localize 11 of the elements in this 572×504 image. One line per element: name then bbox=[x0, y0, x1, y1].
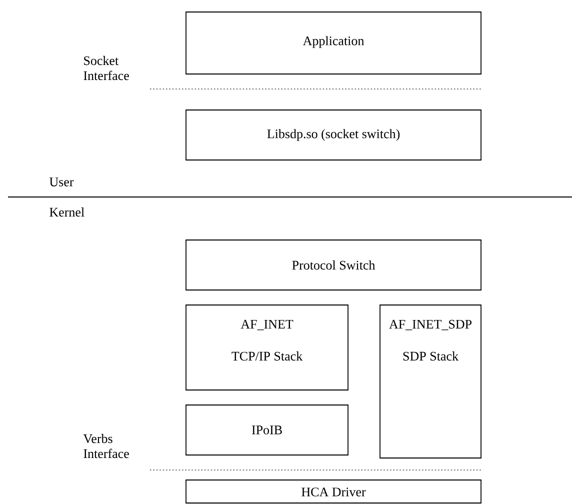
layer-box: AF_INET_SDP SDP Stack bbox=[380, 304, 482, 458]
layer-box: AF_INET TCP/IP Stack bbox=[186, 304, 348, 390]
layer-label: Socket Interface bbox=[84, 56, 129, 80]
layer-label: User bbox=[49, 178, 74, 186]
layer-label: Kernel bbox=[50, 207, 84, 217]
layer-box: IPoIB bbox=[186, 404, 348, 456]
layer-box: Application bbox=[186, 12, 482, 74]
layer-box: HCA Driver bbox=[186, 480, 482, 504]
layer-box: Protocol Switch bbox=[186, 240, 482, 290]
layer-label: Verbs Interface bbox=[83, 434, 129, 458]
layer-box: Libsdp.so (socket switch) bbox=[186, 110, 482, 160]
